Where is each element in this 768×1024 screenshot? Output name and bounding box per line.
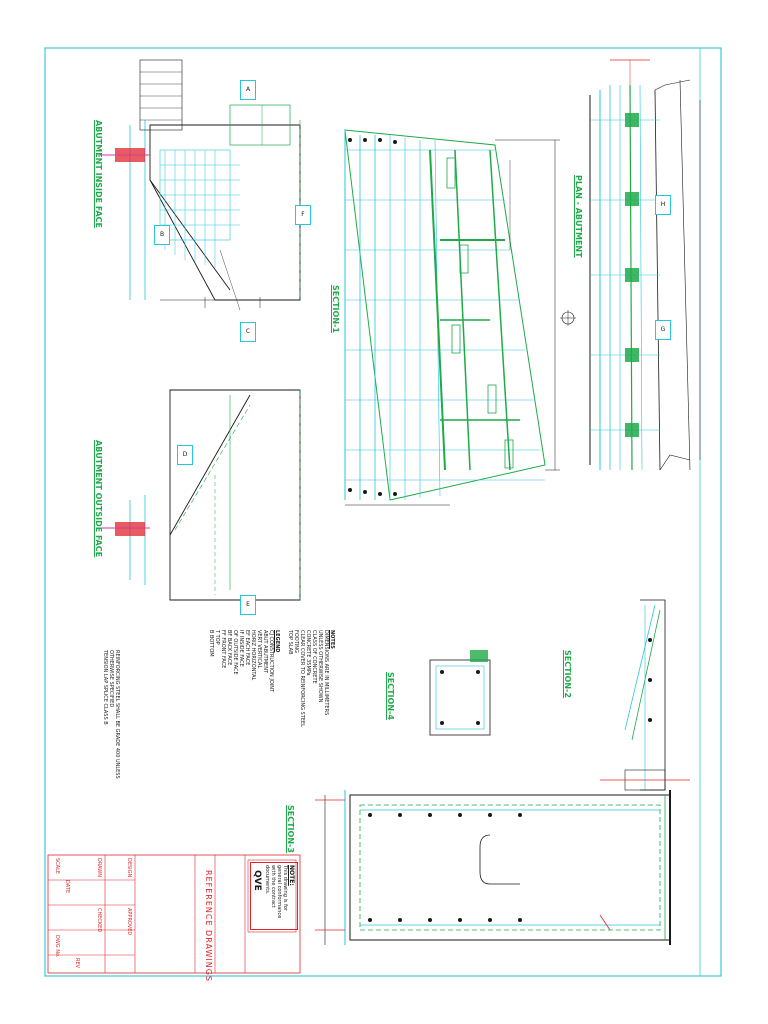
inside-face-elevation [100,59,301,311]
section-3-title: SECTION-3 [286,805,295,853]
reference-drawings-label: REFERENCE DRAWINGS [204,870,213,983]
outside-face-title: ABUTMENT OUTSIDE FACE [94,440,103,558]
title-field: CHECKED [96,908,102,933]
general-notes-block: REINFORCING STEEL SHALL BE GRADE 400 UNL… [102,650,120,779]
section-callout: C [240,322,256,342]
note-box-text: This drawing is for general conformance … [264,865,288,919]
inside-face-title: ABUTMENT INSIDE FACE [94,120,103,228]
section-4-drawing [429,650,491,736]
callout-label: E [246,601,250,608]
note-line: REINFORCING STEEL SHALL BE GRADE 400 UNL… [114,650,120,779]
outside-face-elevation [100,389,301,601]
section-2-title: SECTION-2 [563,650,572,698]
title-field: DESIGN [126,858,132,878]
legend-item: EF EACH FACE [244,630,250,666]
legend-heading: LEGEND [274,630,280,653]
note-line: CLEAR COVER TO REINFORCING STEEL [299,630,305,727]
title-field: DATE [64,880,70,894]
note-line: DIMENSIONS ARE IN MILLIMETERS [323,630,329,716]
section-1-drawing [344,129,560,506]
callout-label: H [660,201,666,208]
section-callout: B [154,225,170,245]
legend-item: FF FRONT FACE [220,630,226,669]
section-callout: H [655,195,671,215]
callout-label: D [182,451,188,458]
plan-abutment-title: PLAN - ABUTMENT [574,175,583,258]
legend-block: LEGEND CJ CONSTRUCTION JOINT ABUT ABUTME… [208,630,280,692]
legend-item: HORIZ HORIZONTAL [250,630,256,681]
title-field: REV [74,958,80,969]
legend-item: B BOTTOM [208,630,214,657]
callout-label: C [245,328,251,335]
notes-block: NOTES DIMENSIONS ARE IN MILLIMETERS UNLE… [287,630,335,727]
notes-heading: NOTES [329,630,335,649]
title-block [47,854,301,974]
note-line: TOP SLAB [287,630,293,655]
title-field: DWG No. [54,935,60,958]
title-field: SCALE [54,858,60,875]
title-field: DRAWN [96,858,102,877]
section-callout: D [177,445,193,465]
section-callout: G [655,320,671,340]
callout-label: A [245,86,251,93]
legend-item: BF BACK FACE [226,630,232,666]
legend-item: VERT VERTICAL [256,630,262,669]
section-4-title: SECTION-4 [386,672,395,720]
title-field: APPROVED [126,908,132,936]
outer-border [44,47,722,977]
qve-stamp: QVE [252,870,262,891]
callout-label: F [301,211,305,218]
plan-abutment-drawing [560,59,701,471]
section-callout: A [240,80,256,100]
callout-label: B [159,231,165,238]
legend-item: IF INSIDE FACE [238,630,244,667]
note-line: CLASS OF CONCRETE [311,630,317,684]
legend-item: CJ CONSTRUCTION JOINT [268,630,274,693]
section-callout: E [240,595,256,615]
callout-label: G [660,326,666,333]
section-3-drawing [315,790,671,945]
section-callout: F [295,205,311,225]
legend-item: OF OUTSIDE FACE [232,630,238,675]
note-line: TENSION LAP SPLICE CLASS B [102,650,108,725]
note-box-title: NOTE: [288,865,295,886]
section-1-title: SECTION-1 [331,285,340,333]
section-2-drawing [600,599,690,791]
